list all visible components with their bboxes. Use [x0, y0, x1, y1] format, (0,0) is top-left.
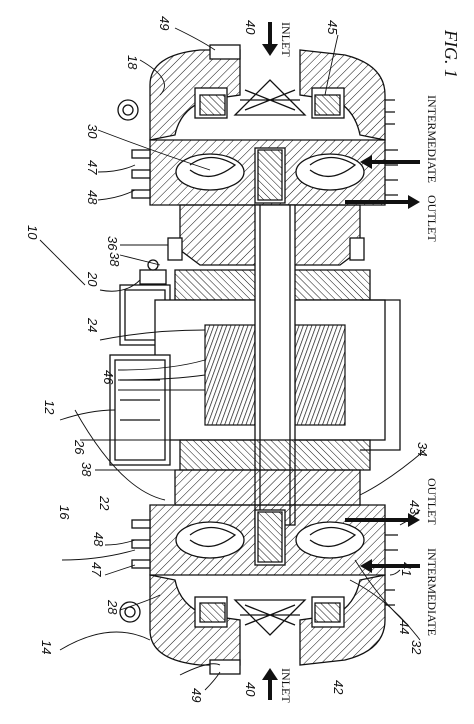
- ref-49-bottom: 49: [189, 688, 204, 702]
- ref-48-upper: 48: [85, 190, 100, 205]
- ref-28: 28: [105, 599, 120, 615]
- ref-14: 14: [39, 640, 54, 654]
- inlet-bottom-label: INLET: [279, 668, 293, 703]
- ref-45: 45: [325, 20, 340, 35]
- ref-40-top: 40: [243, 20, 258, 35]
- outlet-bottom-label: OUTLET: [425, 478, 439, 525]
- ref-49-top: 49: [157, 16, 172, 30]
- ref-42: 42: [331, 680, 346, 695]
- leader-lines: [39, 27, 426, 691]
- outlet-top-label: OUTLET: [425, 195, 439, 242]
- motor-housing: [109, 204, 401, 526]
- ref-38-upper: 38: [107, 252, 122, 267]
- ref-36: 36: [105, 236, 120, 251]
- ref-24: 24: [85, 317, 100, 332]
- figure-label: FIG. 1: [441, 29, 461, 78]
- ref-40-bottom: 40: [243, 682, 258, 697]
- ref-38-lower: 38: [79, 462, 94, 477]
- ref-18: 18: [125, 55, 140, 70]
- ref-47-lower: 47: [89, 562, 104, 577]
- intermediate-top-label: INTERMEDIATE: [425, 95, 439, 183]
- flow-arrows: [262, 22, 420, 700]
- ref-43: 43: [407, 500, 422, 515]
- ref-16: 16: [57, 505, 72, 520]
- ref-10: 10: [25, 225, 40, 240]
- bottom-compressor-housing: [119, 469, 398, 675]
- ref-47-upper: 47: [85, 160, 100, 175]
- ref-30: 30: [85, 124, 100, 139]
- ref-48-lower: 48: [91, 532, 106, 547]
- top-compressor-housing: [117, 44, 398, 206]
- ref-12: 12: [42, 400, 57, 415]
- ref-44: 44: [397, 620, 412, 634]
- ref-22: 22: [97, 495, 112, 511]
- ref-34: 34: [415, 442, 430, 456]
- ref-46: 46: [101, 370, 116, 385]
- inlet-top-label: INLET: [279, 22, 293, 57]
- reference-numerals: 10 12 14 16 18 20 22 24 26 28 30 32 34 3…: [25, 16, 430, 702]
- ref-26: 26: [72, 439, 87, 455]
- ref-41: 41: [399, 562, 414, 576]
- ref-20: 20: [85, 271, 100, 287]
- intermediate-bottom-label: INTERMEDIATE: [425, 548, 439, 636]
- ref-32: 32: [409, 640, 424, 655]
